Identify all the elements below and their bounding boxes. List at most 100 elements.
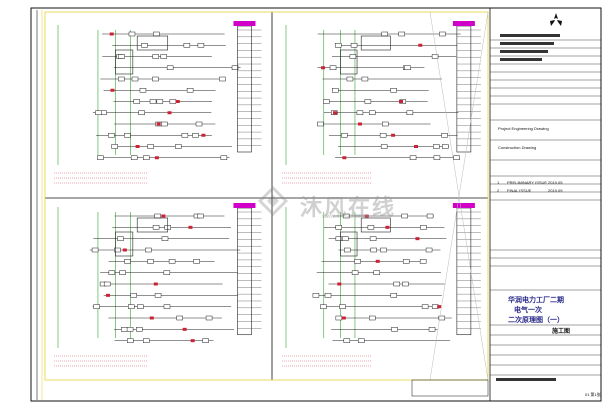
relay-contact — [335, 315, 343, 321]
relay-contact — [324, 293, 332, 298]
terminal-mark — [201, 133, 206, 137]
relay-contact — [147, 259, 154, 264]
relay-contact — [390, 88, 397, 93]
panel-marker — [233, 21, 256, 26]
terminal-mark — [188, 225, 193, 229]
relay-contact — [354, 259, 361, 264]
title-block-frame — [489, 7, 602, 402]
relay-contact — [139, 88, 147, 93]
relay-contact — [373, 270, 380, 275]
relay-contact — [398, 31, 405, 37]
relay-contact — [133, 99, 140, 104]
relay-contact — [344, 247, 351, 253]
relay-contact — [205, 315, 213, 321]
terminal-strip — [237, 207, 252, 336]
relay-contact — [108, 133, 115, 138]
relay-contact — [128, 31, 136, 37]
relay-contact — [368, 110, 376, 115]
terminal-mark — [342, 156, 347, 160]
relay-contact — [126, 338, 134, 343]
inner-frame — [44, 11, 489, 381]
crosshair-line — [429, 11, 489, 381]
panel-marker — [233, 203, 256, 208]
relay-contact — [145, 247, 152, 253]
relay-contact — [335, 225, 343, 230]
relay-contact — [121, 327, 128, 332]
relay-contact — [419, 259, 427, 264]
relay-contact — [97, 155, 104, 160]
relay-contact — [369, 315, 376, 321]
terminal-mark — [364, 214, 369, 218]
relay-coil — [360, 35, 391, 51]
watermark-url: www.mfcad.com — [322, 214, 366, 220]
revision-row-1-desc: PRELIMINARY ISSUE — [507, 180, 548, 185]
relay-contact — [343, 213, 350, 219]
relay-contact — [393, 281, 401, 287]
relay-contact — [108, 270, 116, 275]
terminal-mark — [414, 145, 419, 148]
relay-contact — [323, 99, 330, 104]
terminal-mark — [337, 282, 342, 286]
relay-contact — [138, 110, 145, 115]
relay-contact — [420, 225, 427, 230]
relay-contact — [343, 338, 351, 343]
revision-row-1-date: 2015.05 — [548, 180, 563, 185]
relay-contact — [202, 338, 209, 343]
relay-contact — [335, 236, 343, 241]
relay-contact — [402, 281, 409, 287]
relay-contact — [220, 155, 228, 160]
relay-contact — [168, 259, 176, 264]
relay-contact — [439, 31, 446, 37]
terminal-mark — [415, 237, 420, 241]
terminal-mark — [149, 316, 154, 320]
relay-contact — [197, 213, 204, 219]
relay-contact — [95, 110, 102, 115]
stage-label: 施工图 — [552, 329, 571, 335]
relay-contact — [119, 270, 126, 275]
revision-row-2-label: 2 — [497, 188, 500, 193]
stamp-box — [411, 379, 489, 397]
relay-contact — [356, 110, 364, 115]
relay-contact — [339, 304, 346, 309]
relay-contact — [425, 247, 433, 253]
relay-contact — [126, 327, 134, 332]
relay-contact — [431, 54, 439, 59]
relay-contact — [428, 327, 436, 332]
terminal-mark — [391, 133, 396, 137]
relay-contact — [176, 315, 183, 321]
relay-contact — [349, 54, 357, 59]
relay-contact — [161, 236, 169, 241]
relay-contact — [103, 281, 111, 287]
terminal-mark — [437, 305, 442, 309]
terminal-mark — [154, 156, 159, 160]
terminal-mark — [341, 316, 346, 320]
relay-contact — [152, 54, 159, 59]
relay-contact — [130, 155, 138, 160]
relay-contact — [361, 76, 369, 82]
title-block-text-bar — [500, 34, 560, 37]
watermark: 沐风在线 — [300, 195, 397, 220]
drawing-subtitle: 电气一次 — [514, 307, 542, 314]
terminal-mark — [190, 339, 195, 343]
relay-contact — [186, 88, 194, 93]
terminal-mark — [175, 100, 180, 103]
relay-contact — [152, 76, 159, 82]
relay-contact — [163, 270, 171, 275]
project-name: 华润电力工厂二期 — [508, 297, 564, 304]
relay-contact — [114, 247, 121, 253]
relay-contact — [137, 304, 144, 309]
watermark-logo-icon — [257, 185, 289, 217]
relay-contact — [404, 65, 411, 70]
relay-contact — [91, 247, 99, 253]
relay-contact — [320, 304, 327, 309]
title-block-text-bar — [500, 50, 548, 53]
terminal-mark — [122, 248, 127, 252]
relay-contact — [381, 31, 389, 37]
relay-contact — [152, 225, 160, 230]
relay-contact — [111, 144, 118, 149]
relay-contact — [130, 293, 137, 298]
relay-contact — [329, 65, 337, 70]
relay-contact — [409, 155, 417, 160]
relay-contact — [149, 99, 157, 104]
